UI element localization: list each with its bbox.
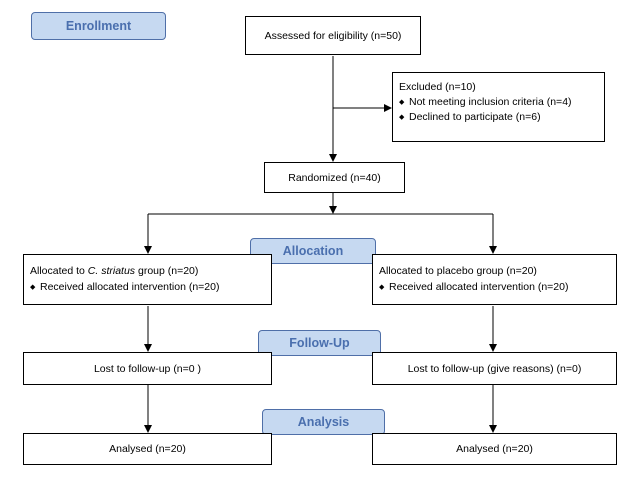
lost-right-text: Lost to follow-up (give reasons) (n=0): [407, 362, 582, 375]
excluded-item: ◆Not meeting inclusion criteria (n=4): [399, 96, 572, 108]
alloc-left-title: Allocated to C. striatus group (n=20): [30, 265, 199, 277]
randomized-text: Randomized (n=40): [288, 171, 381, 184]
bullet-icon: ◆: [30, 284, 36, 291]
alloc-left-item: ◆Received allocated intervention (n=20): [30, 279, 265, 296]
box-allocated-left: Allocated to C. striatus group (n=20) ◆R…: [23, 254, 272, 305]
stage-analysis: Analysis: [262, 409, 385, 435]
box-assessed: Assessed for eligibility (n=50): [245, 16, 421, 55]
box-lost-left: Lost to follow-up (n=0 ): [23, 352, 272, 385]
stage-follow-up: Follow-Up: [258, 330, 381, 356]
excluded-title: Excluded (n=10): [399, 81, 476, 93]
stage-enrollment: Enrollment: [31, 12, 166, 40]
box-analysed-right: Analysed (n=20): [372, 433, 617, 465]
box-randomized: Randomized (n=40): [264, 162, 405, 193]
box-analysed-left: Analysed (n=20): [23, 433, 272, 465]
bullet-icon: ◆: [379, 284, 385, 291]
assessed-text: Assessed for eligibility (n=50): [264, 29, 402, 42]
box-allocated-right: Allocated to placebo group (n=20) ◆Recei…: [372, 254, 617, 305]
lost-left-text: Lost to follow-up (n=0 ): [93, 362, 202, 375]
analysed-right-text: Analysed (n=20): [456, 443, 533, 455]
bullet-icon: ◆: [399, 114, 405, 121]
box-lost-right: Lost to follow-up (give reasons) (n=0): [372, 352, 617, 385]
stage-allocation: Allocation: [250, 238, 376, 264]
analysed-left-text: Analysed (n=20): [109, 443, 186, 455]
bullet-icon: ◆: [399, 99, 405, 106]
box-excluded: Excluded (n=10) ◆Not meeting inclusion c…: [392, 72, 605, 142]
alloc-right-title: Allocated to placebo group (n=20): [379, 265, 537, 277]
excluded-item: ◆Declined to participate (n=6): [399, 111, 541, 123]
alloc-right-item: ◆Received allocated intervention (n=20): [379, 279, 610, 296]
